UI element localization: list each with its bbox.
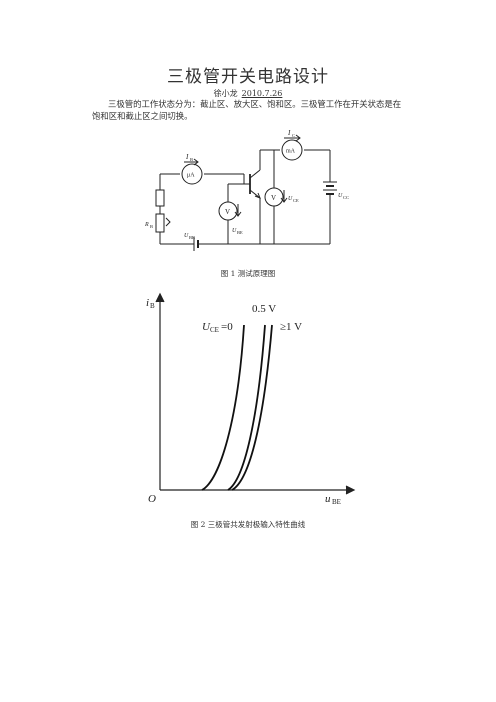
curve-label-1v: ≥1 V [280, 321, 302, 333]
author-name: 徐小龙 [213, 89, 238, 98]
transistor-collector [249, 169, 261, 179]
origin-label: O [148, 493, 156, 505]
y-axis-sub: B [150, 302, 155, 310]
label-uce: U [288, 196, 293, 202]
curve-uce-0-5v [227, 324, 266, 491]
label-ic: I [287, 130, 291, 137]
y-axis-label: i [146, 297, 149, 309]
label-rb-sub: B [150, 224, 153, 229]
microammeter [181, 163, 203, 185]
voltmeter-ube [218, 201, 238, 221]
input-characteristic-plot: i B O u BE U CE =0 0.5 V ≥1 V [146, 292, 356, 506]
label-rb: R [144, 222, 149, 228]
label-ube: U [232, 228, 237, 234]
voltmeter-uce [264, 187, 284, 207]
curve-uce-1v [231, 324, 273, 491]
x-axis-label: u [325, 493, 331, 505]
meter-label-v2: V [271, 194, 276, 202]
intro-paragraph: 三极管的工作状态分为：截止区、放大区、饱和区。三极管工作在开关状态是在饱和区和截… [92, 99, 402, 121]
label-ube-sub: BE [237, 230, 243, 235]
ube-arrow-head [234, 211, 242, 217]
curve-label-uce: U [202, 321, 211, 333]
milliammeter [281, 139, 303, 161]
document-title: 三极管开关电路设计 [167, 67, 329, 87]
label-ib-sub: B [190, 157, 193, 162]
potentiometer-rb [155, 213, 165, 233]
figure2-caption: 图 2 三极管共发射极输入特性曲线 [190, 520, 306, 529]
label-ucc-sub: CC [343, 195, 349, 200]
ib-arrow-head [193, 158, 199, 166]
figure1-caption: 图 1 测试原理图 [220, 269, 276, 278]
label-ubb: U [184, 233, 189, 239]
curve-label-uce-sub: CE [210, 326, 219, 334]
curve-label-0: =0 [221, 321, 233, 333]
label-ic-sub: C [292, 133, 295, 138]
ic-arrow-head [295, 134, 301, 142]
label-ubb-sub: BB [189, 235, 195, 240]
curve-label-0-5v: 0.5 V [252, 303, 276, 315]
uce-arrow-head [280, 197, 288, 203]
label-ib: I [185, 153, 189, 161]
meter-label-ma: mA [286, 149, 296, 155]
curve-uce-0 [201, 324, 245, 491]
wiper-arrow [165, 217, 171, 227]
label-ucc: U [338, 193, 343, 199]
label-uce-sub: CE [293, 198, 299, 203]
meter-label-ua: μA [187, 173, 195, 179]
x-axis-sub: BE [332, 498, 341, 506]
transistor-emitter [249, 189, 261, 199]
x-axis-arrow [345, 485, 356, 495]
resistor [155, 189, 165, 207]
meter-label-v1: V [225, 208, 230, 216]
circuit-diagram: μA mA V V I B I C U BE U CE U CC U BB R … [144, 130, 349, 251]
y-axis-arrow [155, 292, 165, 303]
date: 2010.7.26 [241, 89, 283, 98]
